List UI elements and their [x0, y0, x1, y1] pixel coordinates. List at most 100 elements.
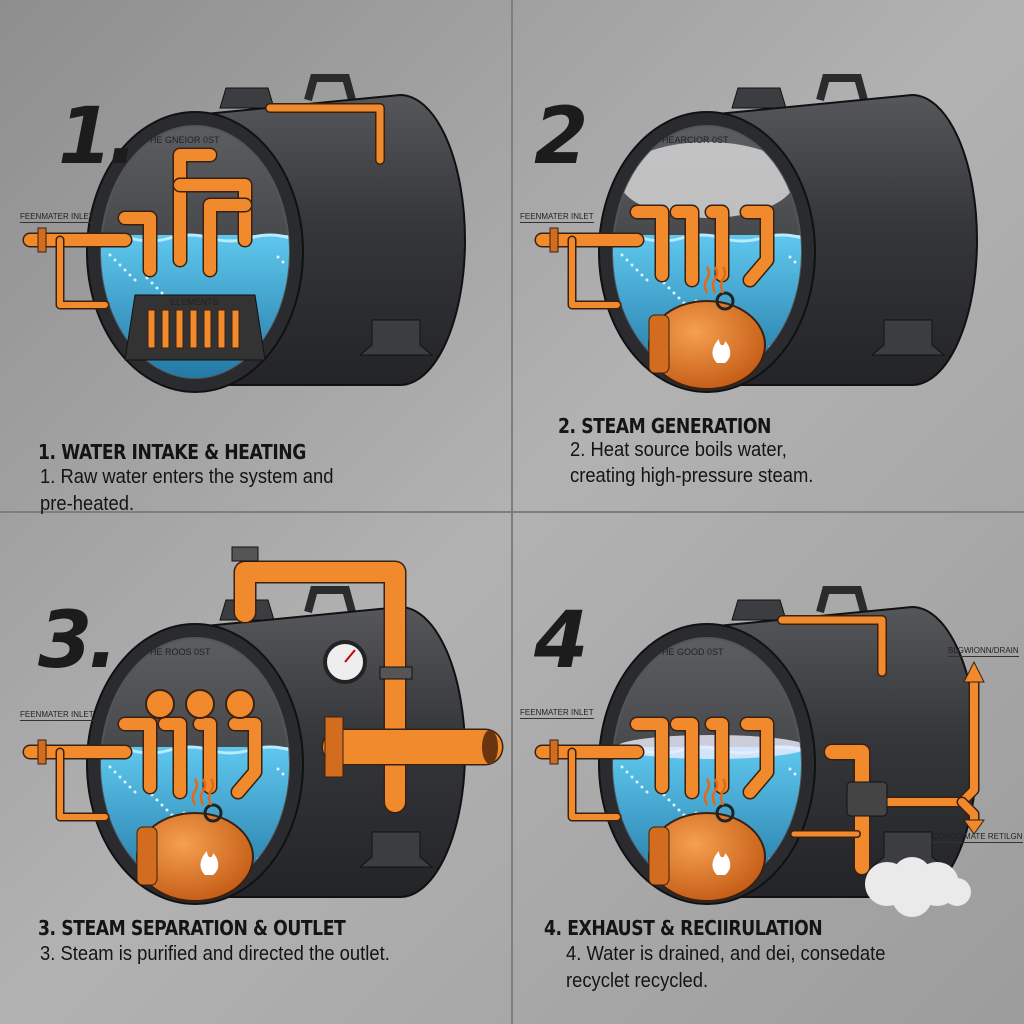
bubble — [118, 263, 122, 267]
burner-cap — [648, 314, 670, 374]
steam-cloud — [619, 142, 795, 218]
bubble — [123, 780, 127, 784]
burner — [648, 266, 766, 390]
heating-element-icon: ELEMENTS — [124, 294, 266, 361]
down-arrow-icon — [963, 819, 985, 835]
bubble — [113, 258, 117, 262]
bubble — [133, 278, 137, 282]
tank-label: HE GOOD 0ST — [662, 647, 724, 657]
bubble — [160, 803, 164, 807]
step-number-4: 4 — [534, 596, 588, 686]
heat-wave — [207, 778, 215, 806]
condensate-return-label: CONOCIMATE RETILGN — [932, 832, 1023, 843]
heating-element — [175, 309, 184, 349]
inlet-flange — [37, 739, 47, 765]
bubble — [108, 253, 112, 257]
bubble — [625, 258, 629, 262]
internal-pipe — [631, 206, 668, 281]
tank-label: HE GNEIOR 0ST — [150, 135, 220, 145]
internal-pipe — [194, 718, 216, 793]
lifting-handle — [816, 74, 868, 102]
bubble — [672, 803, 676, 807]
steam-separator-drum — [185, 689, 215, 719]
inlet-branch-pipe — [57, 237, 108, 308]
tank-label: HEARCIOR 0ST — [662, 135, 729, 145]
outlet-opening — [482, 730, 498, 764]
burner-flame-icon — [712, 339, 731, 363]
pipe-flange — [379, 666, 413, 680]
inlet-label: FEENMATER INLET — [520, 212, 594, 223]
bubble — [160, 291, 164, 295]
bubble — [630, 775, 634, 779]
drain-pipe — [825, 745, 869, 874]
inlet-label: FEENMATER INLET — [20, 212, 94, 223]
bubble — [793, 260, 797, 264]
bubble — [620, 253, 624, 257]
bubble — [635, 780, 639, 784]
steam-puff — [892, 877, 932, 917]
heat-wave — [191, 778, 199, 806]
lifting-lug — [731, 599, 787, 621]
inlet-branch-pipe — [569, 749, 620, 820]
heat-wave — [703, 778, 711, 806]
internal-pipe — [706, 206, 728, 281]
bubble — [640, 785, 644, 789]
heat-wave — [703, 266, 711, 294]
tank-label: HE ROOS 0ST — [150, 647, 211, 657]
burner — [648, 778, 766, 902]
steam-separator-drum — [145, 689, 175, 719]
internal-pipe — [741, 718, 773, 798]
step-number-1: 1. — [58, 92, 138, 182]
steam-outlet-riser — [235, 562, 405, 812]
heating-element — [231, 309, 240, 349]
condensate-pipe — [958, 798, 978, 826]
steam-puff — [943, 878, 971, 906]
bubble — [630, 263, 634, 267]
bubble — [128, 785, 132, 789]
tank-leg — [358, 319, 434, 356]
heating-element — [217, 309, 226, 349]
bubble — [620, 765, 624, 769]
bubble — [108, 765, 112, 769]
bubble — [155, 798, 159, 802]
panels-group: ELEMENTS HE GNEIOR 0ST HEARCIOR 0ST HE ROOS… — [22, 74, 985, 917]
internal-pipe — [174, 149, 216, 266]
gauge-needle — [344, 649, 356, 663]
step-desc-1a: 1. Raw water enters the system and — [40, 466, 334, 488]
step-desc-2a: 2. Heat source boils water, — [570, 439, 787, 461]
inlet-flange — [549, 739, 559, 765]
step-number-2: 2 — [534, 92, 588, 182]
lifting-handle — [816, 586, 868, 614]
boiler-tank-panel-2: HEARCIOR 0ST — [534, 74, 978, 393]
burner-ring — [715, 291, 735, 311]
bubble — [645, 790, 649, 794]
bubble — [645, 278, 649, 282]
bubble — [145, 276, 149, 280]
internal-pipe — [204, 199, 251, 276]
inlet-label: FEENMATER INLET — [520, 708, 594, 719]
bubble — [667, 798, 671, 802]
step-title-2: 2. STEAM GENERATION — [558, 414, 771, 438]
top-return-pipe — [778, 616, 886, 676]
bubble — [635, 268, 639, 272]
inlet-branch-pipe — [569, 237, 620, 308]
bubble — [788, 255, 792, 259]
burner-ring — [203, 803, 223, 823]
drain-valve — [846, 781, 888, 817]
burner-cap — [648, 826, 670, 886]
bubble — [133, 790, 137, 794]
boiler-tank-panel-4: HE GOOD 0ST — [534, 586, 985, 917]
lifting-lug — [731, 87, 787, 109]
internal-pipe — [119, 718, 156, 793]
heat-wave — [711, 266, 719, 294]
step-desc-4a: 4. Water is drained, and dei, consedate — [566, 943, 886, 965]
internal-pipe — [631, 718, 668, 793]
steam-separator-drum — [225, 689, 255, 719]
inlet-flange — [549, 227, 559, 253]
bubble — [165, 808, 169, 812]
step-desc-1b: pre-heated. — [40, 493, 135, 515]
bubble — [276, 255, 280, 259]
lifting-handle — [304, 74, 356, 102]
inlet-label: FEENMATER INLET — [20, 710, 94, 721]
